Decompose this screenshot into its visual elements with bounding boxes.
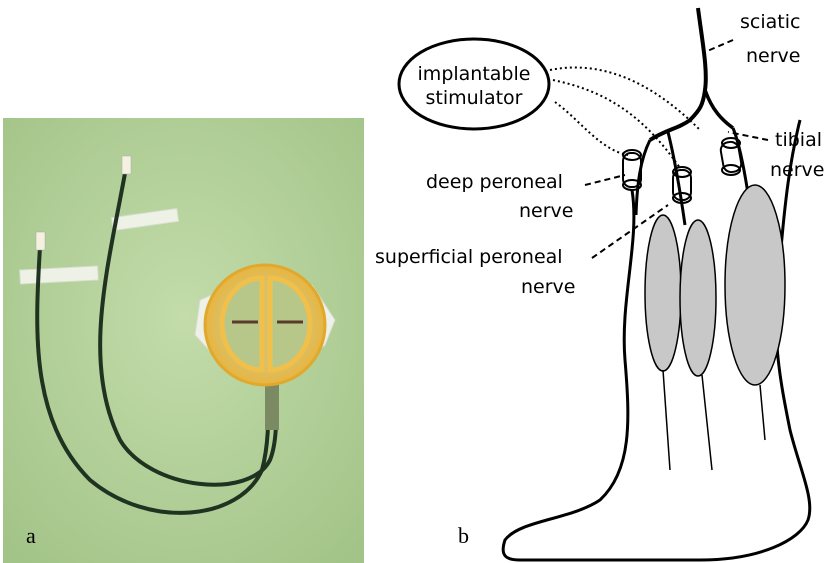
panel-b-diagram: implantable stimulator sciatic nerve tib… <box>370 0 831 563</box>
stimulator-label-line1: implantable <box>418 63 531 85</box>
lead-to-deep <box>555 102 628 155</box>
cuff-tibial <box>720 138 743 175</box>
stimulator-label-line2: stimulator <box>426 87 523 109</box>
leader-deep <box>585 175 625 185</box>
panel-letter-a: a <box>26 523 36 548</box>
deep-peroneal-label-line1: deep peroneal <box>426 171 563 193</box>
panel-a-photo: a <box>0 0 370 563</box>
muscle-1 <box>645 215 681 371</box>
lead-to-superficial <box>553 80 680 168</box>
implant-photo: a <box>0 0 370 563</box>
tendon-2 <box>702 375 712 470</box>
panel-letter-b: b <box>458 523 469 548</box>
tendon-3 <box>760 385 765 440</box>
lead-tip-1 <box>36 232 45 250</box>
tibial-branch <box>705 90 733 128</box>
muscle-2 <box>680 220 716 376</box>
deep-peroneal-label-line2: nerve <box>519 200 573 222</box>
lead-tip-2 <box>122 156 131 174</box>
sciatic-label-line1: sciatic <box>740 11 800 33</box>
superficial-peroneal-label-line1: superficial peroneal <box>375 246 563 268</box>
tibial-label-line1: tibial <box>775 129 822 151</box>
tibial-label-line2: nerve <box>770 159 824 181</box>
superficial-peroneal-path <box>668 132 685 225</box>
sciatic-label-line2: nerve <box>746 45 800 67</box>
leg-schematic: implantable stimulator sciatic nerve tib… <box>370 0 831 563</box>
lead-to-tibial <box>550 68 700 131</box>
sciatic-trunk <box>650 8 706 140</box>
superficial-peroneal-label-line2: nerve <box>521 276 575 298</box>
tendon-1 <box>663 370 670 470</box>
cuff-deep-peroneal <box>623 150 641 190</box>
leader-sciatic <box>705 40 733 52</box>
muscle-3 <box>725 185 785 385</box>
